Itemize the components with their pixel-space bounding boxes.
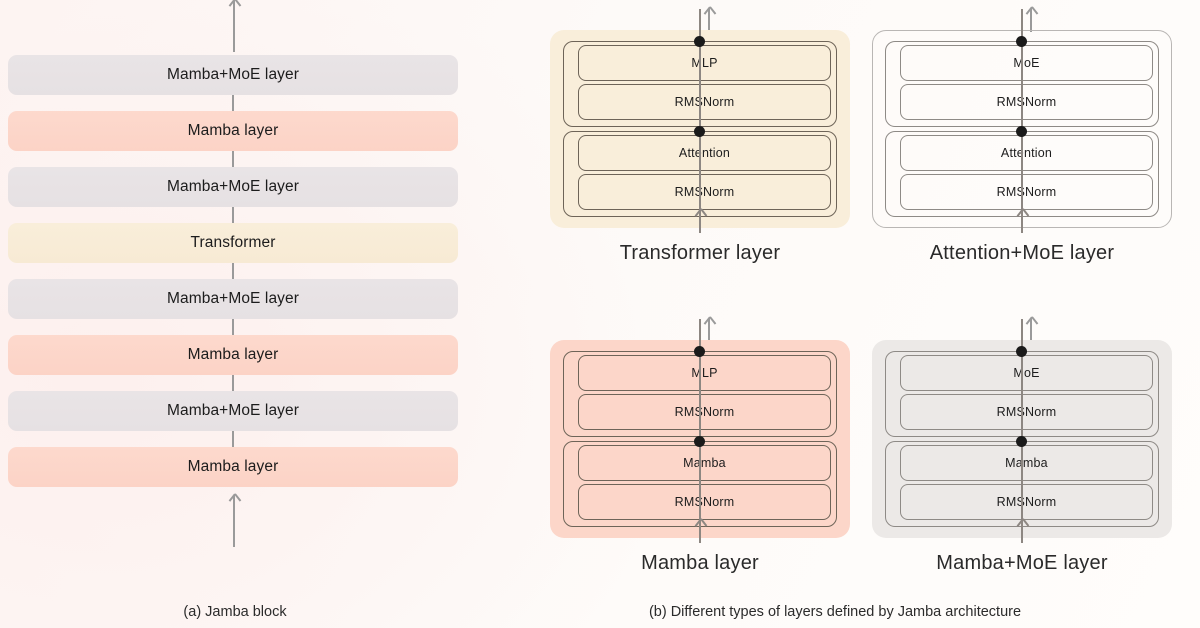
list-item[interactable]: Mamba+MoE layer [8,391,458,431]
output-arrow [708,8,710,32]
op-moe[interactable]: MoE [900,45,1153,81]
op-rmsnorm[interactable]: RMSNorm [578,174,831,210]
residual-spine [699,319,701,543]
op-moe[interactable]: MoE [900,355,1153,391]
connector-1 [8,151,458,167]
output-arrow [1030,318,1032,342]
op-mamba[interactable]: Mamba [578,445,831,481]
op-rmsnorm[interactable]: RMSNorm [900,484,1153,520]
junction-node-upper [694,36,705,47]
layer-box: MoE RMSNorm Mamba RMSNorm [872,319,1172,543]
op-attention[interactable]: Attention [578,135,831,171]
layer-types-panel: MLP RMSNorm Attention RMSNorm Transforme… [470,0,1200,628]
layer-box: MoE RMSNorm Attention RMSNorm [872,9,1172,233]
op-rmsnorm[interactable]: RMSNorm [900,394,1153,430]
figure-caption-a: (a) Jamba block [183,604,287,620]
junction-node-upper [1016,346,1027,357]
jamba-layer-0[interactable]: Mamba+MoE layer [8,55,458,95]
op-rmsnorm[interactable]: RMSNorm [900,174,1153,210]
op-mlp[interactable]: MLP [578,45,831,81]
op-rmsnorm[interactable]: RMSNorm [578,394,831,430]
layer-box: MLP RMSNorm Attention RMSNorm [550,9,850,233]
jamba-layer-1[interactable]: Mamba layer [8,111,458,151]
input-arrow-icon [694,209,706,219]
input-arrow-icon [1016,209,1028,219]
layer-card-attention-moe[interactable]: MoE RMSNorm Attention RMSNorm Attention+… [872,8,1192,265]
arrow-up-icon [1025,317,1037,327]
residual-spine [1021,9,1023,233]
junction-node-lower [1016,126,1027,137]
jamba-layer-7[interactable]: Mamba layer [8,447,458,487]
junction-node-upper [1016,36,1027,47]
output-arrow [1030,8,1032,32]
jamba-layer-stack: Mamba+MoE layer Mamba layer Mamba+MoE la… [8,55,458,487]
layer-card-transformer[interactable]: MLP RMSNorm Attention RMSNorm Transforme… [550,8,870,265]
connector-4 [8,319,458,335]
input-arrow-icon [694,519,706,529]
layer-title-attention-moe: Attention+MoE layer [929,242,1115,264]
list-item[interactable]: Mamba layer [8,447,458,487]
list-item[interactable]: Mamba layer [8,111,458,151]
jamba-layer-4[interactable]: Mamba+MoE layer [8,279,458,319]
junction-node-lower [694,126,705,137]
op-rmsnorm[interactable]: RMSNorm [578,484,831,520]
jamba-block-panel: Mamba+MoE layer Mamba layer Mamba+MoE la… [0,0,470,628]
op-mlp[interactable]: MLP [578,355,831,391]
op-mamba[interactable]: Mamba [900,445,1153,481]
op-rmsnorm[interactable]: RMSNorm [578,84,831,120]
layer-card-mamba-moe[interactable]: MoE RMSNorm Mamba RMSNorm Mamba+MoE laye… [872,318,1192,575]
layer-title-transformer: Transformer layer [619,242,781,264]
layer-box: MLP RMSNorm Mamba RMSNorm [550,319,850,543]
list-item[interactable]: Mamba+MoE layer [8,55,458,95]
op-attention[interactable]: Attention [900,135,1153,171]
jamba-layer-3[interactable]: Transformer [8,223,458,263]
figure-caption-b: (b) Different types of layers defined by… [648,604,1022,620]
jamba-layer-2[interactable]: Mamba+MoE layer [8,167,458,207]
op-rmsnorm[interactable]: RMSNorm [900,84,1153,120]
connector-2 [8,207,458,223]
connector-5 [8,375,458,391]
arrow-up-icon [703,7,715,17]
output-arrow [708,318,710,342]
list-item[interactable]: Mamba+MoE layer [8,279,458,319]
arrow-up-icon [1025,7,1037,17]
junction-node-upper [694,346,705,357]
connector-6 [8,431,458,447]
arrow-up-icon [228,494,240,504]
connector-0 [8,95,458,111]
residual-spine [699,9,701,233]
list-item[interactable]: Mamba+MoE layer [8,167,458,207]
arrow-up-icon [228,0,240,9]
layer-title-mamba-moe: Mamba+MoE layer [936,552,1108,574]
layer-card-mamba[interactable]: MLP RMSNorm Mamba RMSNorm Mamba layer [550,318,870,575]
arrow-up-icon [703,317,715,327]
list-item[interactable]: Transformer [8,223,458,263]
input-arrow-icon [1016,519,1028,529]
layer-title-mamba: Mamba layer [641,552,759,574]
jamba-layer-6[interactable]: Mamba+MoE layer [8,391,458,431]
connector-3 [8,263,458,279]
jamba-layer-5[interactable]: Mamba layer [8,335,458,375]
residual-spine [1021,319,1023,543]
jamba-input-arrow [233,495,235,547]
junction-node-lower [1016,436,1027,447]
junction-node-lower [694,436,705,447]
jamba-output-arrow [233,0,235,52]
list-item[interactable]: Mamba layer [8,335,458,375]
